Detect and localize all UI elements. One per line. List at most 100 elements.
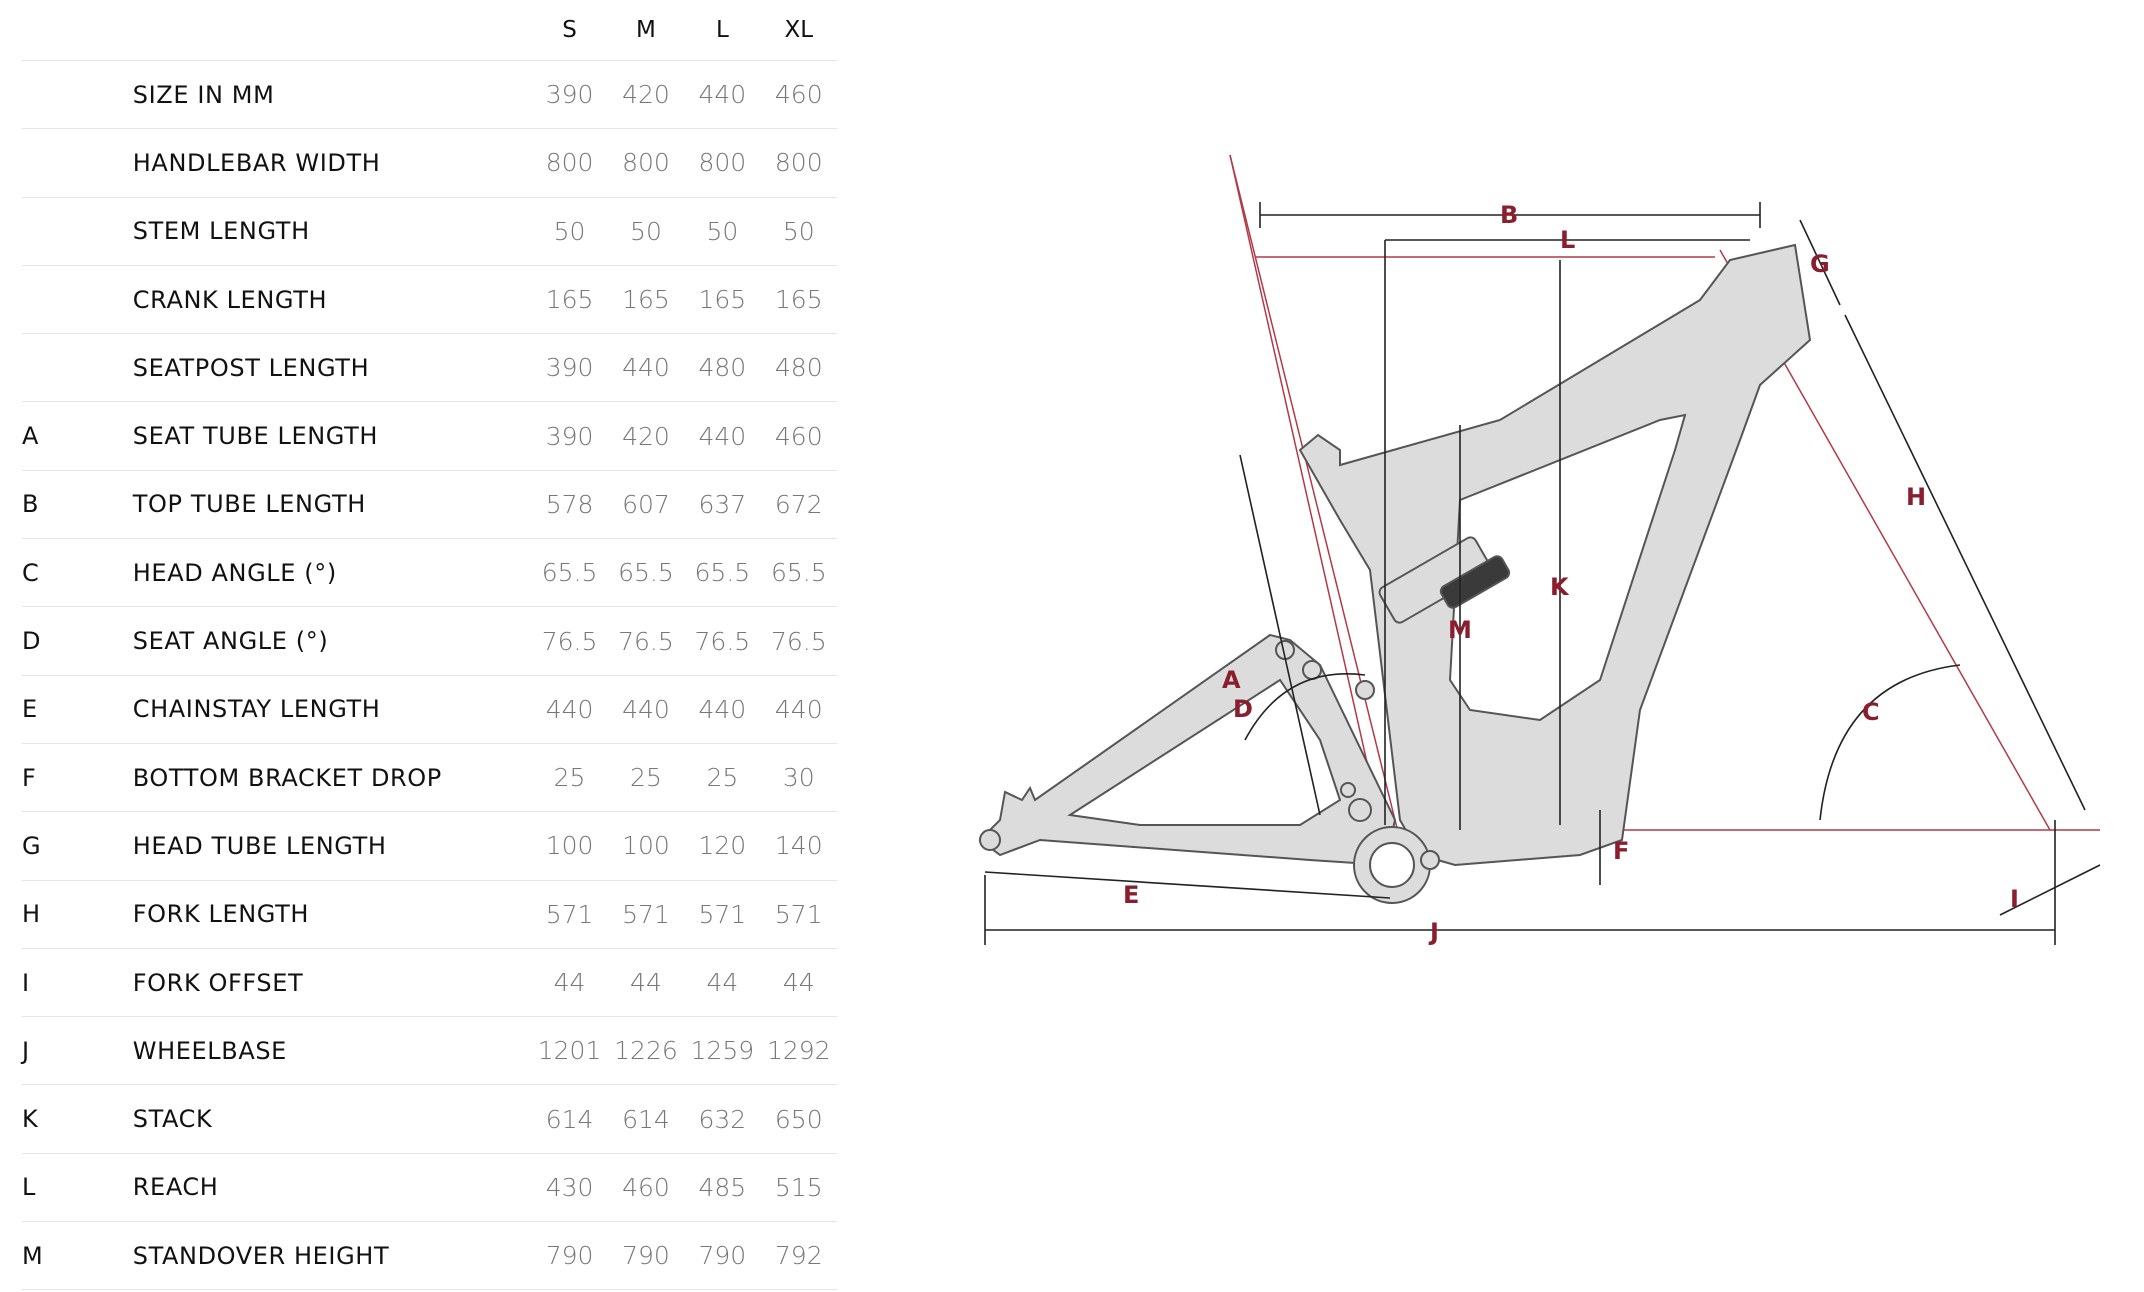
dimension-lines — [984, 202, 2101, 945]
row-value: 100 — [622, 831, 670, 861]
row-value: 430 — [545, 1172, 594, 1202]
dim-c-arc — [1819, 664, 1961, 821]
row-value: 44 — [630, 968, 662, 997]
bike-frame — [978, 243, 1812, 904]
label-e: E — [1123, 881, 1139, 909]
dim-e-line — [984, 871, 1391, 899]
header-blank — [22, 0, 133, 61]
row-name: CRANK LENGTH — [132, 285, 328, 314]
row-value: 50 — [630, 216, 662, 246]
row-value: 65.5 — [618, 558, 674, 588]
row-value: 50 — [782, 216, 815, 246]
bottom-bracket-bore — [1369, 842, 1415, 888]
row-value: 440 — [545, 694, 594, 724]
row-value: 650 — [774, 1104, 823, 1134]
label-a: A — [1222, 666, 1241, 694]
row-value: 792 — [774, 1241, 823, 1271]
row-value: 1226 — [614, 1036, 678, 1066]
label-f: F — [1613, 837, 1629, 865]
row-value: 614 — [545, 1104, 594, 1134]
row-letter — [22, 265, 133, 333]
row-value: 790 — [622, 1241, 670, 1271]
label-g: G — [1810, 250, 1830, 278]
label-m: M — [1448, 616, 1472, 644]
row-value: 460 — [774, 80, 823, 110]
row-value: 485 — [698, 1172, 747, 1202]
row-value: 1292 — [766, 1036, 831, 1066]
row-value: 76.5 — [694, 626, 751, 656]
row-value: 65.5 — [541, 558, 598, 588]
row-name: HEAD ANGLE (°) — [132, 558, 337, 587]
row-value: 390 — [545, 80, 594, 110]
front-triangle-cutout — [1448, 413, 1687, 722]
label-b: B — [1500, 201, 1518, 229]
row-letter: G — [22, 831, 41, 860]
size-header-xl: XL — [784, 17, 814, 43]
dim-g-line — [1799, 219, 1841, 306]
row-value: 165 — [698, 285, 747, 315]
row-letter: J — [22, 1036, 30, 1065]
row-letter: D — [22, 627, 41, 656]
label-i: I — [2010, 885, 2019, 913]
row-value: 140 — [774, 831, 823, 861]
row-value: 480 — [698, 353, 747, 383]
row-value: 120 — [698, 831, 747, 861]
rocker-pivot — [1302, 660, 1322, 680]
row-value: 480 — [774, 353, 823, 383]
row-value: 607 — [622, 489, 670, 519]
row-letter: H — [22, 900, 41, 929]
row-value: 420 — [622, 421, 670, 451]
size-header-row: S M L XL — [22, 0, 837, 61]
row-value: 440 — [774, 694, 823, 724]
lower-link-pivot — [1348, 798, 1372, 822]
row-value: 100 — [545, 831, 594, 861]
row-name: FORK OFFSET — [132, 968, 304, 997]
header-blank — [133, 0, 532, 61]
row-value: 165 — [774, 285, 823, 315]
row-value: 165 — [545, 285, 594, 315]
row-value: 578 — [545, 489, 594, 519]
row-name: FORK LENGTH — [132, 900, 310, 929]
row-value: 44 — [782, 968, 815, 997]
row-value: 632 — [698, 1104, 747, 1134]
row-value: 460 — [622, 1172, 670, 1202]
row-letter — [22, 197, 133, 265]
row-name: SEAT ANGLE (°) — [132, 627, 329, 656]
row-value: 800 — [622, 148, 670, 178]
dim-h-line — [1844, 314, 2086, 811]
bike-geometry-diagram: A B C D E F G H I J K L M — [978, 154, 2101, 946]
row-value: 571 — [698, 899, 747, 929]
row-letter — [22, 61, 133, 129]
seat-pivot — [1355, 680, 1375, 700]
row-value: 1259 — [690, 1036, 755, 1066]
row-name: HANDLEBAR WIDTH — [132, 148, 381, 177]
row-value: 440 — [698, 80, 747, 110]
row-letter: C — [22, 558, 39, 587]
seat-axis-line — [1229, 154, 1401, 841]
row-value: 571 — [622, 899, 670, 929]
row-value: 790 — [698, 1241, 747, 1271]
row-name: STANDOVER HEIGHT — [132, 1241, 390, 1270]
row-value: 440 — [622, 353, 670, 383]
seat-axis-line-2 — [1229, 154, 1381, 821]
row-letter: L — [22, 1173, 36, 1202]
row-letter: I — [22, 968, 30, 997]
chainstay-pivot — [1340, 782, 1356, 798]
row-value: 614 — [622, 1104, 670, 1134]
row-value: 65.5 — [770, 558, 827, 588]
label-l: L — [1560, 226, 1575, 254]
